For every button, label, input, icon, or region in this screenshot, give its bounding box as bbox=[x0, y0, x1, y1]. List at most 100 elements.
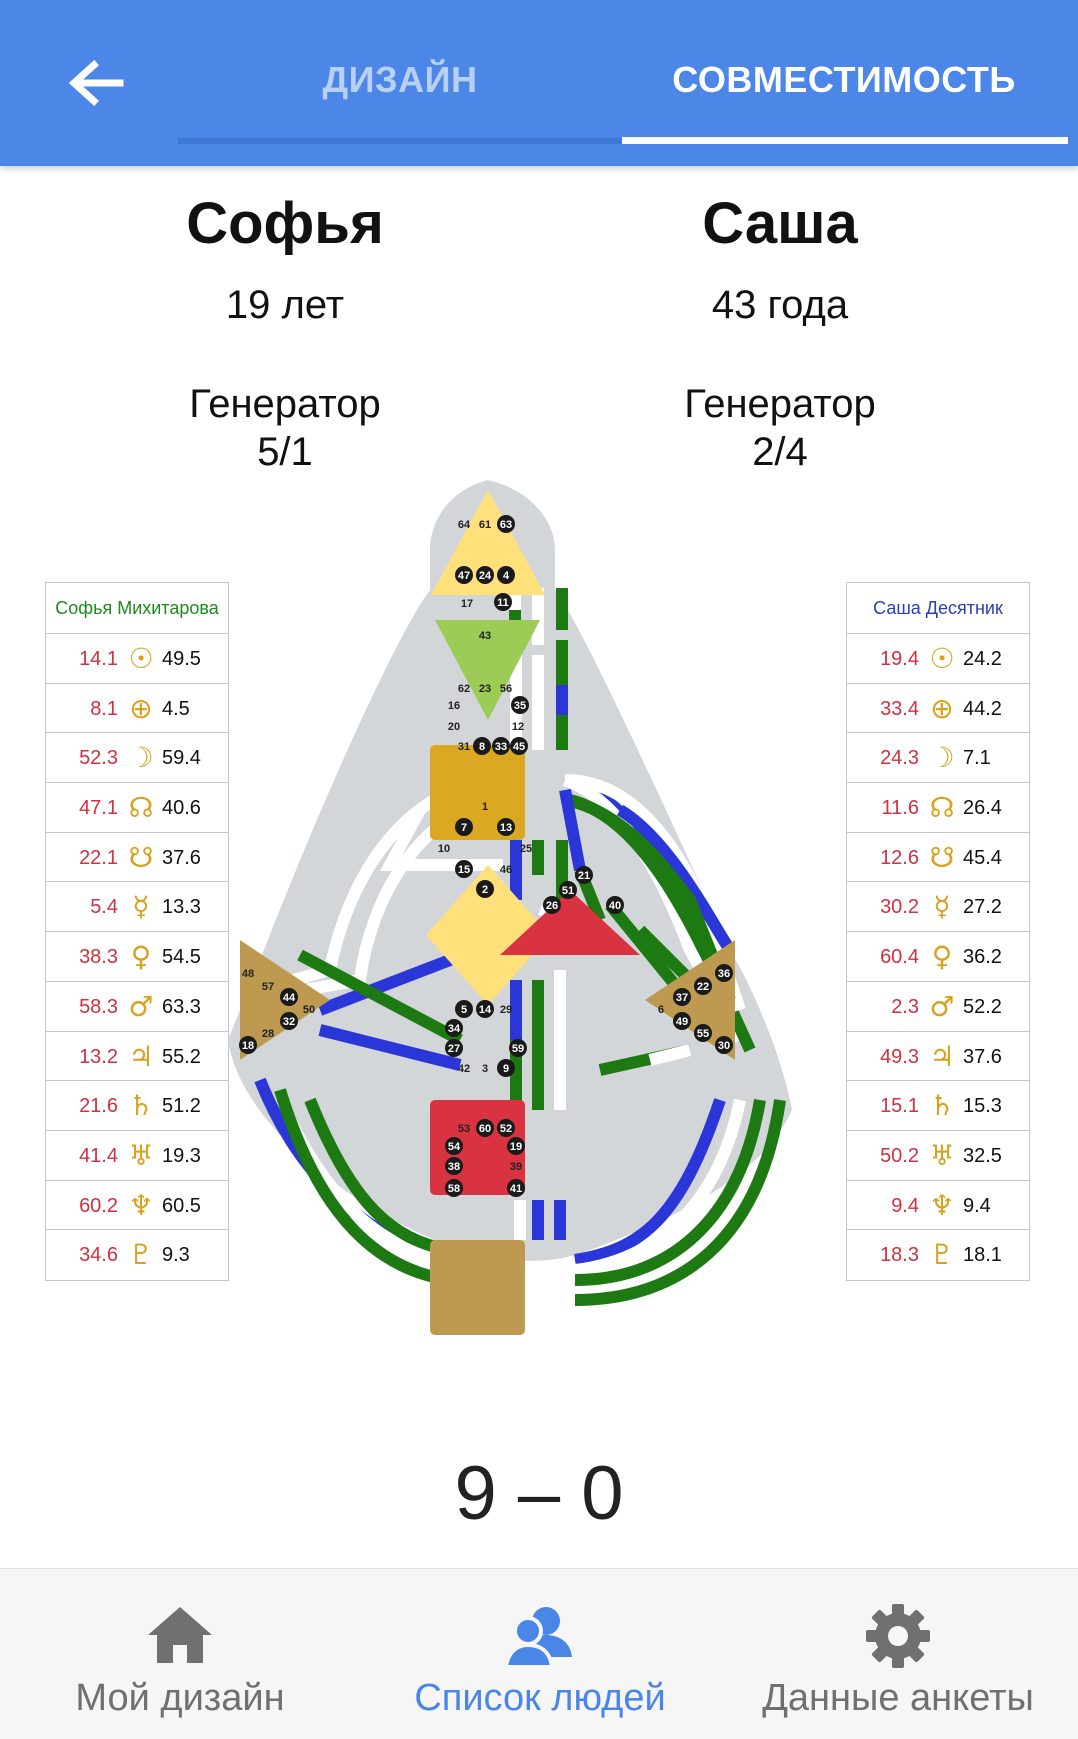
arrow-back-icon bbox=[68, 60, 124, 106]
gate-label: 33 bbox=[495, 741, 507, 753]
neptune-icon: ♆ bbox=[128, 1188, 154, 1222]
design-value: 24.3 bbox=[880, 747, 919, 770]
table-row: 15.1♄15.3 bbox=[847, 1081, 1029, 1131]
nav-people-list[interactable]: Список людей bbox=[380, 1569, 700, 1739]
gate-marker bbox=[280, 1012, 298, 1030]
type-label: Генератор bbox=[684, 382, 876, 426]
gate-marker bbox=[497, 566, 515, 584]
gate-marker bbox=[509, 1039, 527, 1057]
venus-icon: ♀ bbox=[931, 940, 953, 974]
channels bbox=[248, 588, 786, 1306]
back-button[interactable] bbox=[60, 50, 130, 120]
table-row: 58.3♂63.3 bbox=[46, 982, 228, 1032]
gate-label: 12 bbox=[512, 721, 524, 733]
gate-label: 37 bbox=[676, 992, 688, 1004]
personality-value: 26.4 bbox=[963, 797, 1002, 820]
gate-label: 54 bbox=[448, 1141, 461, 1153]
design-value: 49.3 bbox=[880, 1045, 919, 1068]
gate-label: 15 bbox=[458, 864, 470, 876]
gate-label: 20 bbox=[448, 721, 460, 733]
gate-label: 34 bbox=[448, 1023, 461, 1035]
gate-label: 40 bbox=[609, 900, 621, 912]
pluto-icon: ♇ bbox=[929, 1238, 955, 1272]
gate-label: 58 bbox=[448, 1183, 460, 1195]
gate-label: 29 bbox=[500, 1004, 512, 1016]
gate-label: 50 bbox=[303, 1004, 315, 1016]
design-value: 9.4 bbox=[891, 1194, 919, 1217]
mercury-icon: ☿ bbox=[933, 890, 951, 924]
gate-label: 30 bbox=[718, 1040, 730, 1052]
gate-marker bbox=[507, 1179, 525, 1197]
root-center bbox=[430, 1240, 525, 1335]
design-value: 33.4 bbox=[880, 697, 919, 720]
design-value: 50.2 bbox=[880, 1144, 919, 1167]
nav-label: Список людей bbox=[414, 1677, 666, 1719]
gate-marker bbox=[510, 737, 528, 755]
table-row: 50.2♅32.5 bbox=[847, 1131, 1029, 1181]
gate-label: 41 bbox=[510, 1183, 522, 1195]
profile-label: 5/1 bbox=[257, 430, 313, 474]
design-value: 38.3 bbox=[79, 946, 118, 969]
person-name: Саша bbox=[702, 191, 858, 256]
personality-value: 24.2 bbox=[963, 648, 1002, 670]
personality-value: 27.2 bbox=[963, 896, 1002, 919]
table-row: 24.3 ☽ 7.1 bbox=[847, 733, 1029, 784]
gate-label: 25 bbox=[520, 843, 532, 855]
gate-marker bbox=[694, 977, 712, 995]
gate-label: 42 bbox=[458, 1063, 470, 1075]
tab-compatibility[interactable]: СОВМЕСТИМОСТЬ bbox=[672, 59, 1016, 100]
gate-label: 39 bbox=[510, 1161, 522, 1173]
design-value: 21.6 bbox=[79, 1095, 118, 1118]
gate-label: 22 bbox=[697, 981, 709, 993]
person-name: Софья bbox=[186, 191, 384, 256]
table-row: 5.4☿13.3 bbox=[46, 882, 228, 933]
nav-my-design[interactable]: Мой дизайн bbox=[30, 1569, 330, 1739]
gate-marker bbox=[497, 1059, 515, 1077]
table-row: 60.2♆60.5 bbox=[46, 1181, 228, 1231]
person-age: 19 лет bbox=[225, 283, 345, 327]
earth-icon: ⊕ bbox=[129, 691, 153, 725]
gate-label: 55 bbox=[697, 1028, 709, 1040]
centers bbox=[240, 490, 735, 1335]
design-value: 11.6 bbox=[881, 797, 919, 820]
personality-value: 36.2 bbox=[963, 946, 1002, 969]
gate-marker bbox=[445, 1039, 463, 1057]
tab-design[interactable]: ДИЗАЙН bbox=[322, 59, 478, 100]
design-value: 15.1 bbox=[880, 1095, 919, 1118]
nav-label: Данные анкеты bbox=[762, 1677, 1034, 1719]
personality-value: 19.3 bbox=[162, 1144, 201, 1167]
moon-icon: ☽ bbox=[929, 741, 955, 775]
personality-value: 4.5 bbox=[162, 697, 190, 720]
jupiter-icon: ♃ bbox=[929, 1039, 955, 1073]
home-icon bbox=[148, 1607, 212, 1663]
personality-value: 54.5 bbox=[162, 946, 201, 969]
gate-label: 48 bbox=[242, 968, 254, 980]
personality-value: 7.1 bbox=[963, 747, 991, 770]
personality-value: 37.6 bbox=[162, 846, 201, 869]
south-node-icon: ☋ bbox=[128, 840, 154, 874]
design-value: 52.3 bbox=[79, 747, 118, 770]
gate-label: 23 bbox=[479, 683, 491, 695]
design-value: 19.4 bbox=[880, 648, 919, 670]
gate-label: 10 bbox=[438, 843, 450, 855]
design-value: 12.6 bbox=[880, 846, 919, 869]
tab-active-indicator bbox=[622, 137, 1068, 144]
table-title: Софья Михитарова bbox=[46, 583, 228, 634]
table-row: 8.1⊕4.5 bbox=[46, 684, 228, 734]
gate-label: 49 bbox=[676, 1016, 688, 1028]
table-row: 30.2☿27.2 bbox=[847, 882, 1029, 933]
nav-profile-data[interactable]: Данные анкеты bbox=[748, 1569, 1048, 1739]
gate-label: 4 bbox=[503, 570, 510, 582]
gate-marker bbox=[511, 696, 529, 714]
ego-center bbox=[500, 890, 640, 955]
gate-marker bbox=[280, 988, 298, 1006]
north-node-icon: ☊ bbox=[929, 791, 955, 825]
type-label: Генератор bbox=[189, 382, 381, 426]
gate-marker bbox=[476, 1119, 494, 1137]
gate-label: 36 bbox=[718, 968, 730, 980]
gate-marker bbox=[575, 866, 593, 884]
